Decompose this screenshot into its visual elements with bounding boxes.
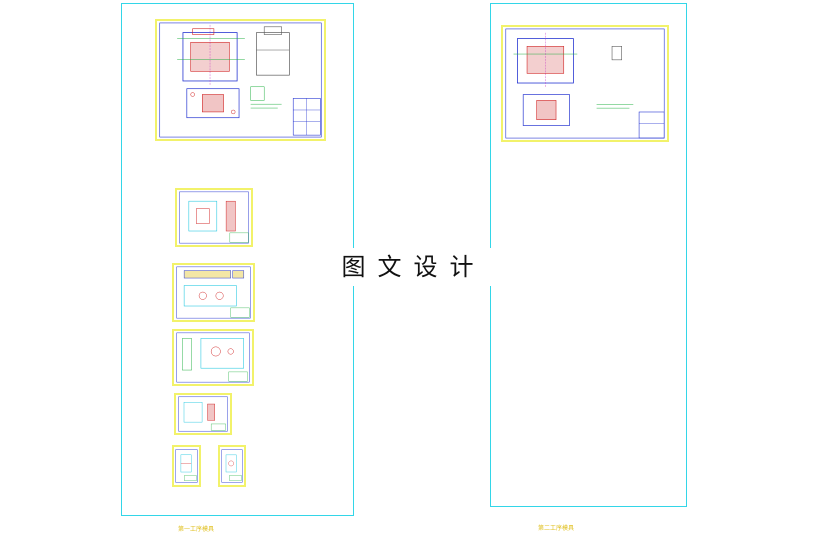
part-drawing-sheet-1[interactable]	[175, 188, 253, 247]
part-drawing-1	[179, 191, 249, 244]
part-drawing-2	[176, 266, 251, 319]
right-panel-caption: 第二工序模具	[538, 525, 575, 532]
part-drawing-4	[178, 396, 228, 432]
part-drawing-sheet-6[interactable]	[218, 445, 246, 487]
part-drawing-5	[175, 449, 198, 483]
part-drawing-6	[221, 449, 243, 483]
assembly-drawing-sheet-1[interactable]	[155, 19, 326, 141]
assembly-drawing-1	[159, 22, 322, 138]
part-drawing-sheet-3[interactable]	[172, 329, 254, 386]
part-drawing-sheet-5[interactable]	[172, 445, 201, 487]
part-drawing-sheet-4[interactable]	[174, 393, 232, 435]
left-panel-caption: 第一工序模具	[178, 526, 215, 533]
assembly-drawing-sheet-2[interactable]	[501, 25, 669, 142]
part-drawing-sheet-2[interactable]	[172, 263, 255, 322]
watermark-text: 图文设计	[336, 248, 491, 286]
part-drawing-3	[176, 332, 250, 383]
assembly-drawing-2	[505, 28, 665, 139]
